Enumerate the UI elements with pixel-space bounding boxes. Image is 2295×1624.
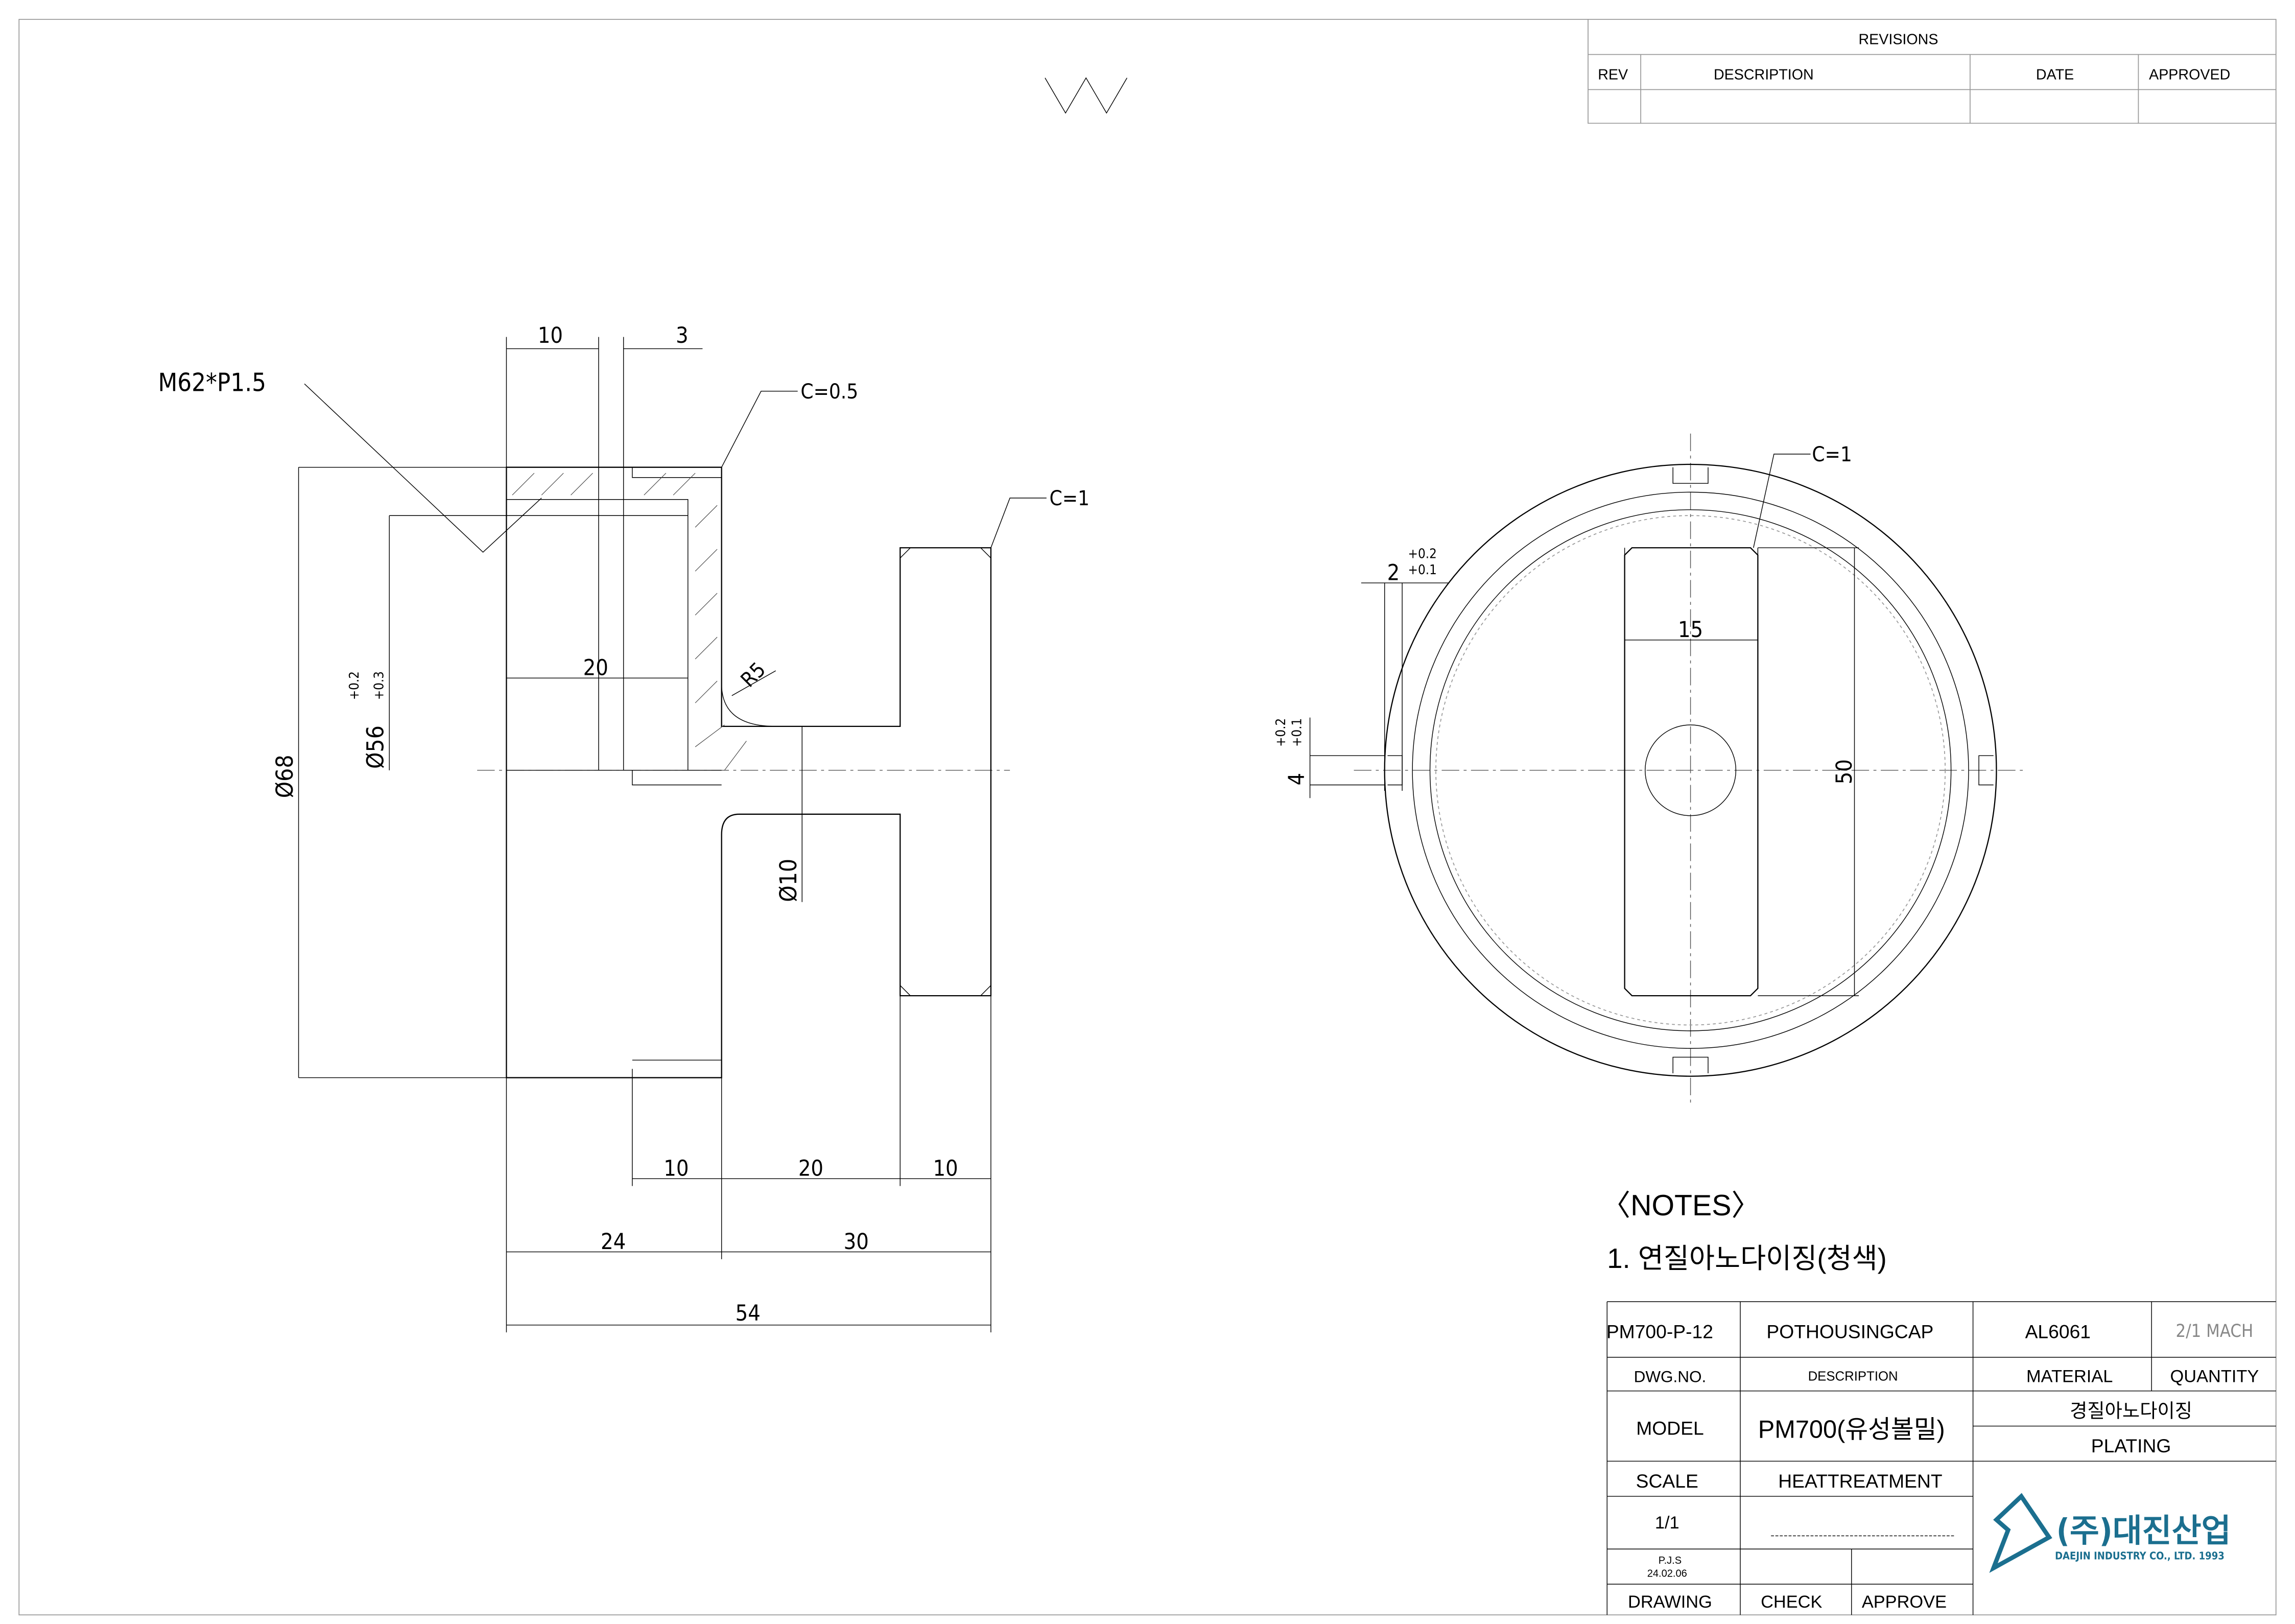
diameter-56-tol-lower: +0.3 <box>372 671 387 700</box>
model-label: MODEL <box>1636 1418 1703 1439</box>
slot-2-tol-upper: +0.2 <box>1408 546 1437 561</box>
company-name: (주)대진산업 <box>2056 1512 2231 1549</box>
model-value: PM700(유성볼밀) <box>1758 1416 1945 1443</box>
dim-bottom-24: 24 <box>601 1229 626 1255</box>
logo-arrow-icon <box>1989 1493 2052 1573</box>
material-value: AL6061 <box>2025 1321 2091 1343</box>
dim-bottom-54: 54 <box>736 1301 761 1326</box>
sheet-border <box>18 19 2277 1616</box>
thread-label: M62*P1.5 <box>158 369 266 397</box>
diameter-56-label: Ø56 <box>362 725 389 769</box>
chamfer-1-label: C=1 <box>1050 487 1090 510</box>
dim-bottom-10a: 10 <box>664 1156 689 1182</box>
dim-slot-4: 4 <box>1284 773 1310 786</box>
notes-title: 〈NOTES〉 <box>1601 1189 1761 1222</box>
radius-r5-label: R5 <box>737 658 770 692</box>
title-block: PM700-P-12 POTHOUSINGCAP AL6061 2/1 MACH… <box>1606 1301 2276 1615</box>
description-header: DESCRIPTION <box>1714 66 1814 83</box>
drawer-name: P.J.S <box>1659 1555 1682 1566</box>
plating-label: PLATING <box>2091 1435 2171 1456</box>
drawing-label: DRAWING <box>1628 1592 1712 1612</box>
rev-header: REV <box>1598 66 1628 83</box>
diameter-56-tol-upper: +0.2 <box>347 671 362 700</box>
quantity-value: 2/1 MACH <box>2176 1321 2254 1341</box>
diameter-10-label: Ø10 <box>774 859 802 902</box>
dim-inner-20: 20 <box>583 655 608 681</box>
material-label: MATERIAL <box>2026 1367 2113 1386</box>
revisions-table: REVISIONS REV DESCRIPTION DATE APPROVED <box>1588 19 2276 124</box>
quantity-label: QUANTITY <box>2170 1367 2259 1386</box>
description-label: DESCRIPTION <box>1808 1370 1898 1384</box>
revisions-title: REVISIONS <box>1858 32 1938 48</box>
front-chamfer-label: C=1 <box>1812 443 1852 466</box>
check-label: CHECK <box>1761 1592 1822 1612</box>
diameter-68-label: Ø68 <box>271 755 298 798</box>
front-view: C=1 15 50 2 +0.2 +0.1 4 +0.2 +0.1 <box>1273 433 2027 1106</box>
plating-value: 경질아노다이징 <box>2070 1400 2192 1421</box>
scale-label: SCALE <box>1636 1470 1698 1492</box>
side-view: M62*P1.5 C=0.5 C=1 R5 Ø68 Ø56 +0.2 +0.3 … <box>158 323 1090 1333</box>
dwg-no-value: PM700-P-12 <box>1606 1321 1713 1343</box>
scale-value: 1/1 <box>1655 1513 1679 1533</box>
company-logo: (주)대진산업 DAEJIN INDUSTRY CO., LTD. 1993 <box>1989 1493 2231 1573</box>
dwg-no-label: DWG.NO. <box>1634 1368 1707 1386</box>
surface-finish-symbol <box>1045 77 1128 114</box>
date-header: DATE <box>2036 66 2074 83</box>
approve-label: APPROVE <box>1862 1592 1947 1612</box>
company-name-en: DAEJIN INDUSTRY CO., LTD. 1993 <box>2055 1549 2225 1562</box>
approved-header: APPROVED <box>2149 66 2230 83</box>
heat-treatment-label: HEATTREATMENT <box>1778 1470 1942 1492</box>
dim-top-3: 3 <box>676 323 689 348</box>
description-value: POTHOUSINGCAP <box>1766 1321 1933 1343</box>
slot-2-tol-lower: +0.1 <box>1408 562 1437 578</box>
dim-bottom-20: 20 <box>798 1156 823 1182</box>
note-item: 1. 연질아노다이징(청색) <box>1607 1243 1887 1274</box>
dim-bottom-30: 30 <box>844 1229 869 1255</box>
drawing-date: 24.02.06 <box>1647 1568 1687 1580</box>
slot-4-tol-upper: +0.2 <box>1273 718 1289 747</box>
dim-top-10: 10 <box>538 323 563 348</box>
dim-bottom-10b: 10 <box>933 1156 958 1182</box>
dim-slot-2: 2 <box>1387 560 1400 585</box>
dim-height-50: 50 <box>1832 759 1857 784</box>
chamfer-05-label: C=0.5 <box>800 380 858 404</box>
slot-4-tol-lower: +0.1 <box>1289 718 1305 747</box>
dim-width-15: 15 <box>1678 617 1703 643</box>
